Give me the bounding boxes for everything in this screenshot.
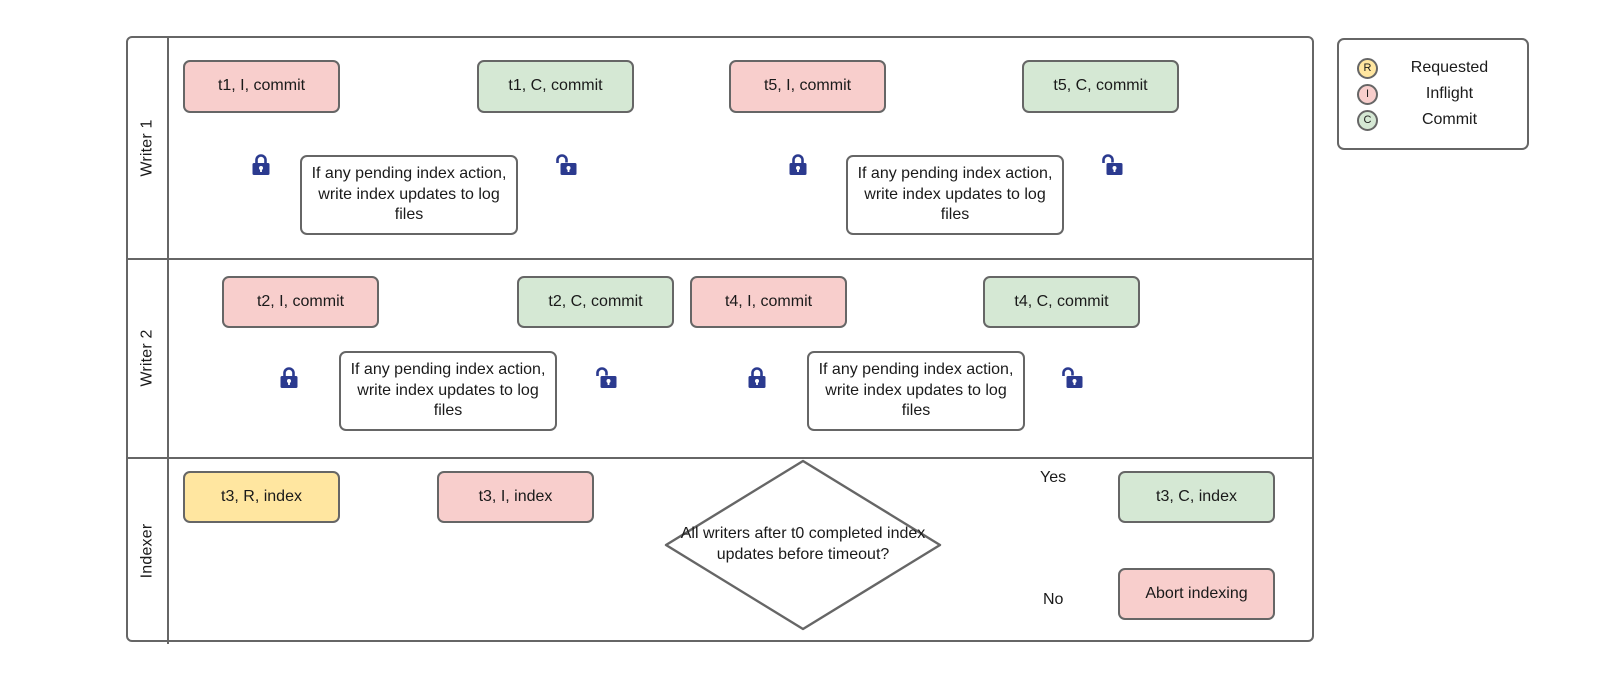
node-t2-inflight[interactable]: t2, I, commit [222,276,379,328]
node-label: t5, I, commit [763,77,852,95]
lane-writer-2: Writer 2 [128,258,1312,457]
node-t4-commit[interactable]: t4, C, commit [983,276,1140,328]
node-decision-writers-completed[interactable]: All writers after t0 completed index upd… [663,458,943,632]
legend-badge-requested-icon: R [1357,57,1378,79]
node-label: t4, C, commit [1014,292,1109,310]
node-label: t1, I, commit [217,77,306,95]
node-t3-requested[interactable]: t3, R, index [183,471,340,523]
legend-panel: R Requested I Inflight C Commit [1337,38,1529,150]
node-writer1-process-1[interactable]: If any pending index action, write index… [300,155,518,235]
legend-badge-letter: R [1363,62,1372,74]
lock-open-icon [595,366,617,390]
lane-label-writer-1: Writer 1 [138,119,156,177]
lane-indexer: Indexer [128,457,1312,644]
node-t1-inflight[interactable]: t1, I, commit [183,60,340,113]
node-label: t2, C, commit [548,292,643,310]
lock-open-icon [555,153,577,177]
node-t3-commit[interactable]: t3, C, index [1118,471,1275,523]
node-writer2-process-2[interactable]: If any pending index action, write index… [807,351,1025,431]
node-writer2-process-1[interactable]: If any pending index action, write index… [339,351,557,431]
legend-item-commit: C Commit [1339,107,1527,133]
node-label: If any pending index action, write index… [857,165,1053,224]
lane-divider-2 [128,457,1312,459]
legend-label-commit: Commit [1421,111,1478,128]
node-label: t1, C, commit [508,77,603,95]
legend-badge-commit-icon: C [1357,109,1378,131]
node-label: t3, I, index [478,487,553,505]
legend-badge-letter: C [1363,114,1372,126]
node-writer1-process-2[interactable]: If any pending index action, write index… [846,155,1064,235]
edge-label-no: No [1043,591,1064,608]
edge-label-yes: Yes [1040,469,1067,486]
lane-writer-1: Writer 1 [128,38,1312,258]
node-abort-indexing[interactable]: Abort indexing [1118,568,1275,620]
node-t1-commit[interactable]: t1, C, commit [477,60,634,113]
node-label: If any pending index action, write index… [311,165,507,224]
node-t3-inflight[interactable]: t3, I, index [437,471,594,523]
node-t2-commit[interactable]: t2, C, commit [517,276,674,328]
lane-header-indexer: Indexer [128,457,169,644]
lane-label-writer-2: Writer 2 [138,328,156,387]
lane-header-writer-1: Writer 1 [128,38,169,258]
legend-badge-inflight-icon: I [1357,83,1378,105]
lock-closed-icon [278,366,300,390]
node-label: If any pending index action, write index… [350,361,546,420]
lane-label-indexer: Indexer [138,523,156,578]
node-label: t4, I, commit [724,292,813,310]
legend-item-inflight: I Inflight [1339,81,1527,107]
node-label: t3, C, index [1156,487,1237,505]
node-label: t5, C, commit [1053,77,1148,95]
node-label: t3, R, index [221,487,302,505]
node-t5-commit[interactable]: t5, C, commit [1022,60,1179,113]
lock-open-icon [1101,153,1123,177]
lane-header-writer-2: Writer 2 [128,258,169,457]
legend-item-requested: R Requested [1339,55,1527,81]
node-label: Abort indexing [1145,584,1248,602]
lock-open-icon [1061,366,1083,390]
node-label: If any pending index action, write index… [818,361,1014,420]
node-t5-inflight[interactable]: t5, I, commit [729,60,886,113]
lock-closed-icon [787,153,809,177]
legend-label-inflight: Inflight [1425,85,1474,102]
lane-divider-1 [128,258,1312,260]
node-label: t2, I, commit [256,292,345,310]
lock-closed-icon [746,366,768,390]
node-t4-inflight[interactable]: t4, I, commit [690,276,847,328]
lock-closed-icon [250,153,272,177]
legend-label-requested: Requested [1410,59,1489,76]
legend-badge-letter: I [1365,88,1370,100]
